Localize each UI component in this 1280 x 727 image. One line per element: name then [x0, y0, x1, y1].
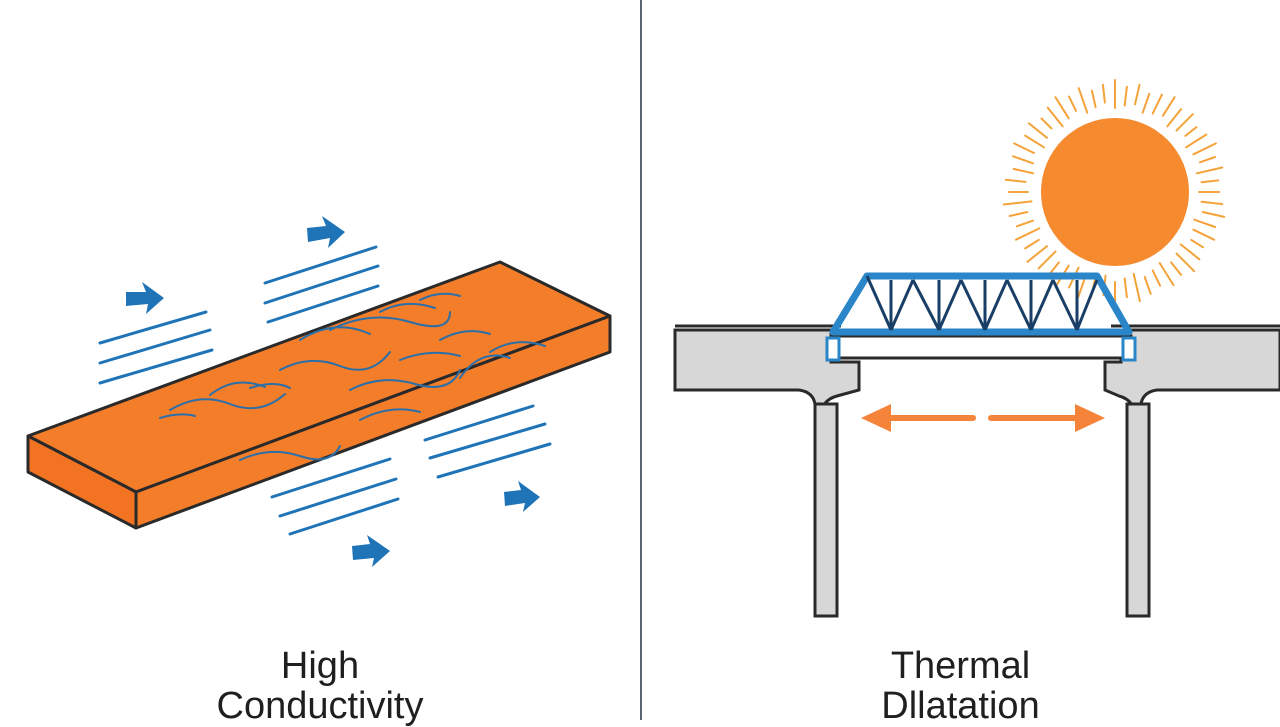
sun-ray [1190, 238, 1205, 249]
sun-ray [1151, 269, 1162, 287]
caption-thermal-dilatation: Thermal Dllatation [641, 646, 1280, 726]
sun-ray [1185, 133, 1208, 149]
sun-ray [1143, 275, 1152, 295]
sun-ray [1200, 200, 1224, 206]
sun-ray [1037, 250, 1057, 270]
sun-ray [1192, 228, 1216, 241]
heat-squiggles [159, 292, 546, 461]
sun-ray [1161, 96, 1176, 117]
panel-high-conductivity: High Conductivity [0, 0, 640, 726]
sun-ray [1195, 166, 1224, 175]
sun-ray [1123, 277, 1128, 299]
sun-ray [1077, 275, 1087, 299]
sun-ray [1014, 227, 1041, 241]
conductive-bar-illustration [26, 216, 612, 567]
sun-ray [1193, 218, 1217, 228]
panel-divider [640, 0, 642, 720]
caption-line1: High [280, 645, 360, 687]
sun-ray [1198, 156, 1217, 164]
sun-ray [1101, 83, 1106, 104]
sun-icon [1041, 118, 1189, 266]
sun-ray [1040, 117, 1053, 130]
sun-ray [1013, 142, 1035, 154]
truss-bracing [865, 275, 1099, 331]
sun-ray [1201, 211, 1226, 218]
double-arrow-icon [861, 404, 1105, 432]
sun-ray [1012, 167, 1035, 175]
arrow-right-icon [307, 216, 345, 248]
sun-ray [1132, 272, 1141, 303]
sun-ray [1028, 122, 1048, 139]
sun-ray [1049, 261, 1060, 275]
sun-ray [1015, 219, 1034, 228]
sun-ray [1166, 108, 1183, 128]
sun-ray [1134, 83, 1141, 106]
sun-ray [1077, 87, 1089, 114]
arrow-right-icon [126, 282, 164, 314]
sun-ray [1004, 178, 1027, 183]
sun-ray [1192, 142, 1217, 156]
bridge-illustration [673, 79, 1280, 618]
sun-ray [1175, 113, 1194, 132]
sun-ray [1002, 200, 1033, 206]
steel-truss [829, 272, 1133, 336]
sun-ray [1012, 155, 1034, 165]
bridge-bearings [825, 336, 1137, 362]
sun-ray [1200, 179, 1220, 184]
sun-rays [1002, 79, 1226, 303]
sun-ray [1026, 245, 1048, 263]
sun-ray [1123, 85, 1128, 107]
sun-ray [1090, 89, 1097, 109]
bridge-deck [829, 334, 1133, 360]
sun-ray [1024, 134, 1045, 149]
sun-ray [1170, 261, 1183, 276]
sun-ray [1008, 211, 1029, 217]
sun-ray [1046, 106, 1064, 128]
orange-bar [26, 260, 612, 530]
sun-ray [1024, 238, 1040, 250]
sun-ray [1158, 262, 1175, 287]
left-pier [673, 324, 861, 618]
caption-high-conductivity: High Conductivity [0, 646, 640, 726]
caption-line2: Dllatation [881, 685, 1040, 727]
panel-thermal-dilatation: Thermal Dllatation [641, 0, 1280, 726]
caption-line1: Thermal [890, 645, 1031, 687]
arrow-right-icon [352, 535, 390, 567]
sun-ray [1054, 96, 1070, 120]
sun-ray [1184, 126, 1198, 137]
sun-ray [1179, 243, 1201, 261]
sun-ray [1175, 252, 1196, 273]
sun-ray [1151, 93, 1163, 115]
sun-ray [1141, 92, 1151, 114]
right-pier [1103, 324, 1280, 618]
heat-flow-lines [98, 245, 552, 536]
caption-line2: Conductivity [216, 685, 424, 727]
sun-ray [1068, 95, 1077, 112]
arrow-right-icon [504, 481, 540, 512]
